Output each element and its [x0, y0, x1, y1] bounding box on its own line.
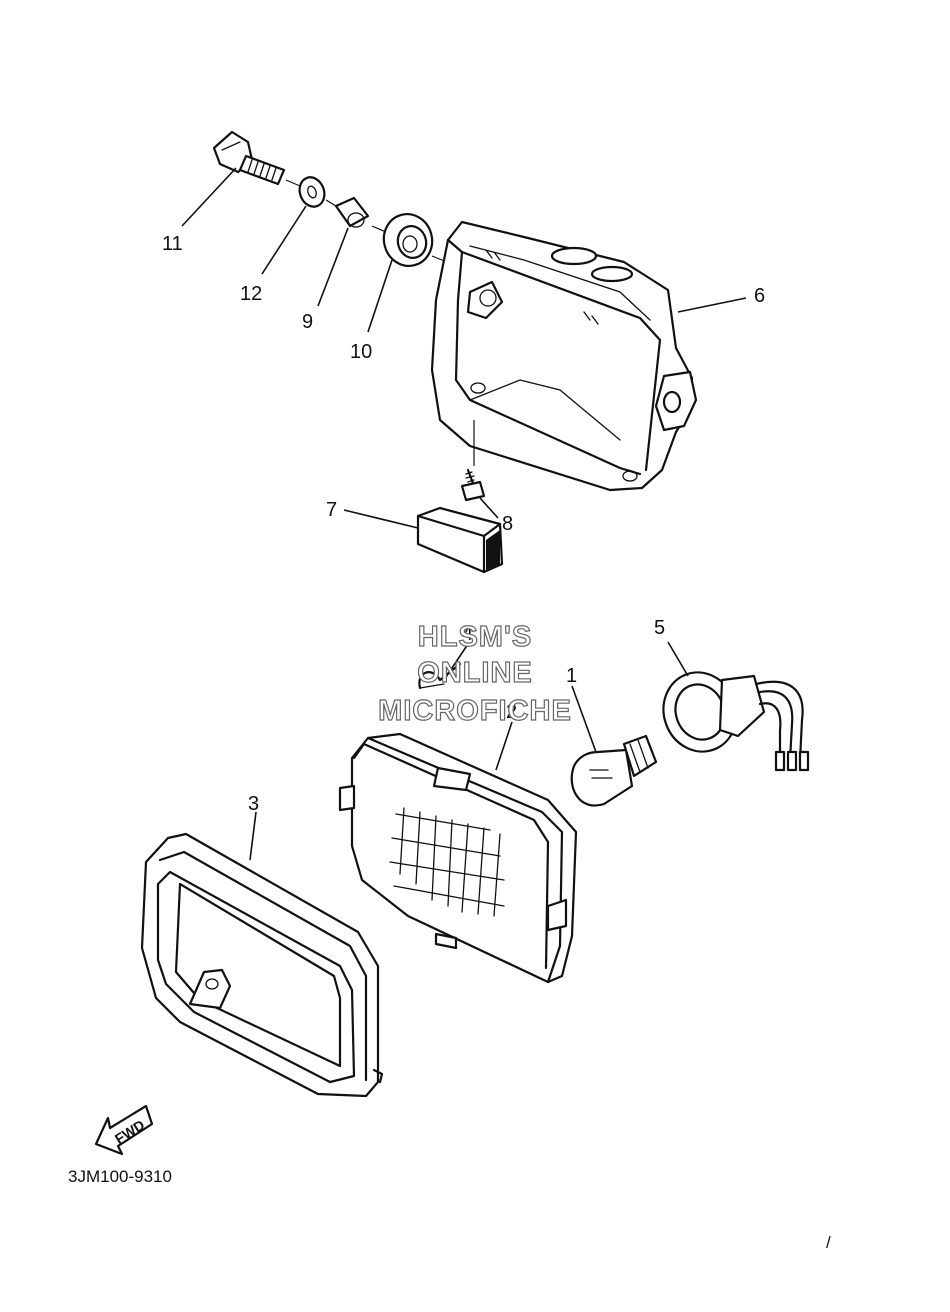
callout-1: 1 [566, 665, 577, 687]
callout-9: 9 [302, 311, 313, 333]
watermark-line1: HLSM'S [418, 621, 532, 653]
washer-part-12 [298, 176, 326, 208]
watermark-line2: ONLINE [417, 657, 533, 689]
socket-part-5 [662, 671, 810, 772]
callout-3: 3 [248, 793, 259, 815]
part-callouts: 11 12 9 10 6 7 8 5 1 4 2 3 [162, 233, 765, 815]
leader-lines [181, 167, 747, 861]
corner-mark: / [826, 1233, 831, 1252]
grommet-part-10 [382, 213, 434, 267]
bulb-part-1 [570, 734, 658, 807]
callout-12: 12 [240, 283, 262, 305]
callout-5: 5 [654, 617, 665, 639]
headlight-unit-part-2 [338, 732, 578, 984]
pad-part-7 [416, 506, 504, 574]
callout-4: 4 [462, 623, 473, 645]
screw-part-8 [460, 468, 486, 502]
collar-part-9 [334, 196, 370, 228]
callout-6: 6 [754, 285, 765, 307]
drawing-code: 3JM100-9310 [68, 1167, 172, 1186]
headlight-case-part-6 [430, 220, 698, 492]
callout-7: 7 [326, 499, 337, 521]
callout-8: 8 [502, 513, 513, 535]
rim-part-3 [140, 832, 384, 1098]
clip-part-4 [418, 662, 462, 690]
fwd-arrow-icon: FWD [94, 1104, 154, 1156]
callout-2: 2 [506, 701, 517, 723]
callout-10: 10 [350, 341, 372, 363]
watermark: HLSM'S ONLINE MICROFICHE [378, 620, 572, 727]
callout-11: 11 [162, 233, 183, 255]
watermark-line3: MICROFICHE [378, 695, 572, 727]
bolt-part-11 [212, 130, 286, 186]
